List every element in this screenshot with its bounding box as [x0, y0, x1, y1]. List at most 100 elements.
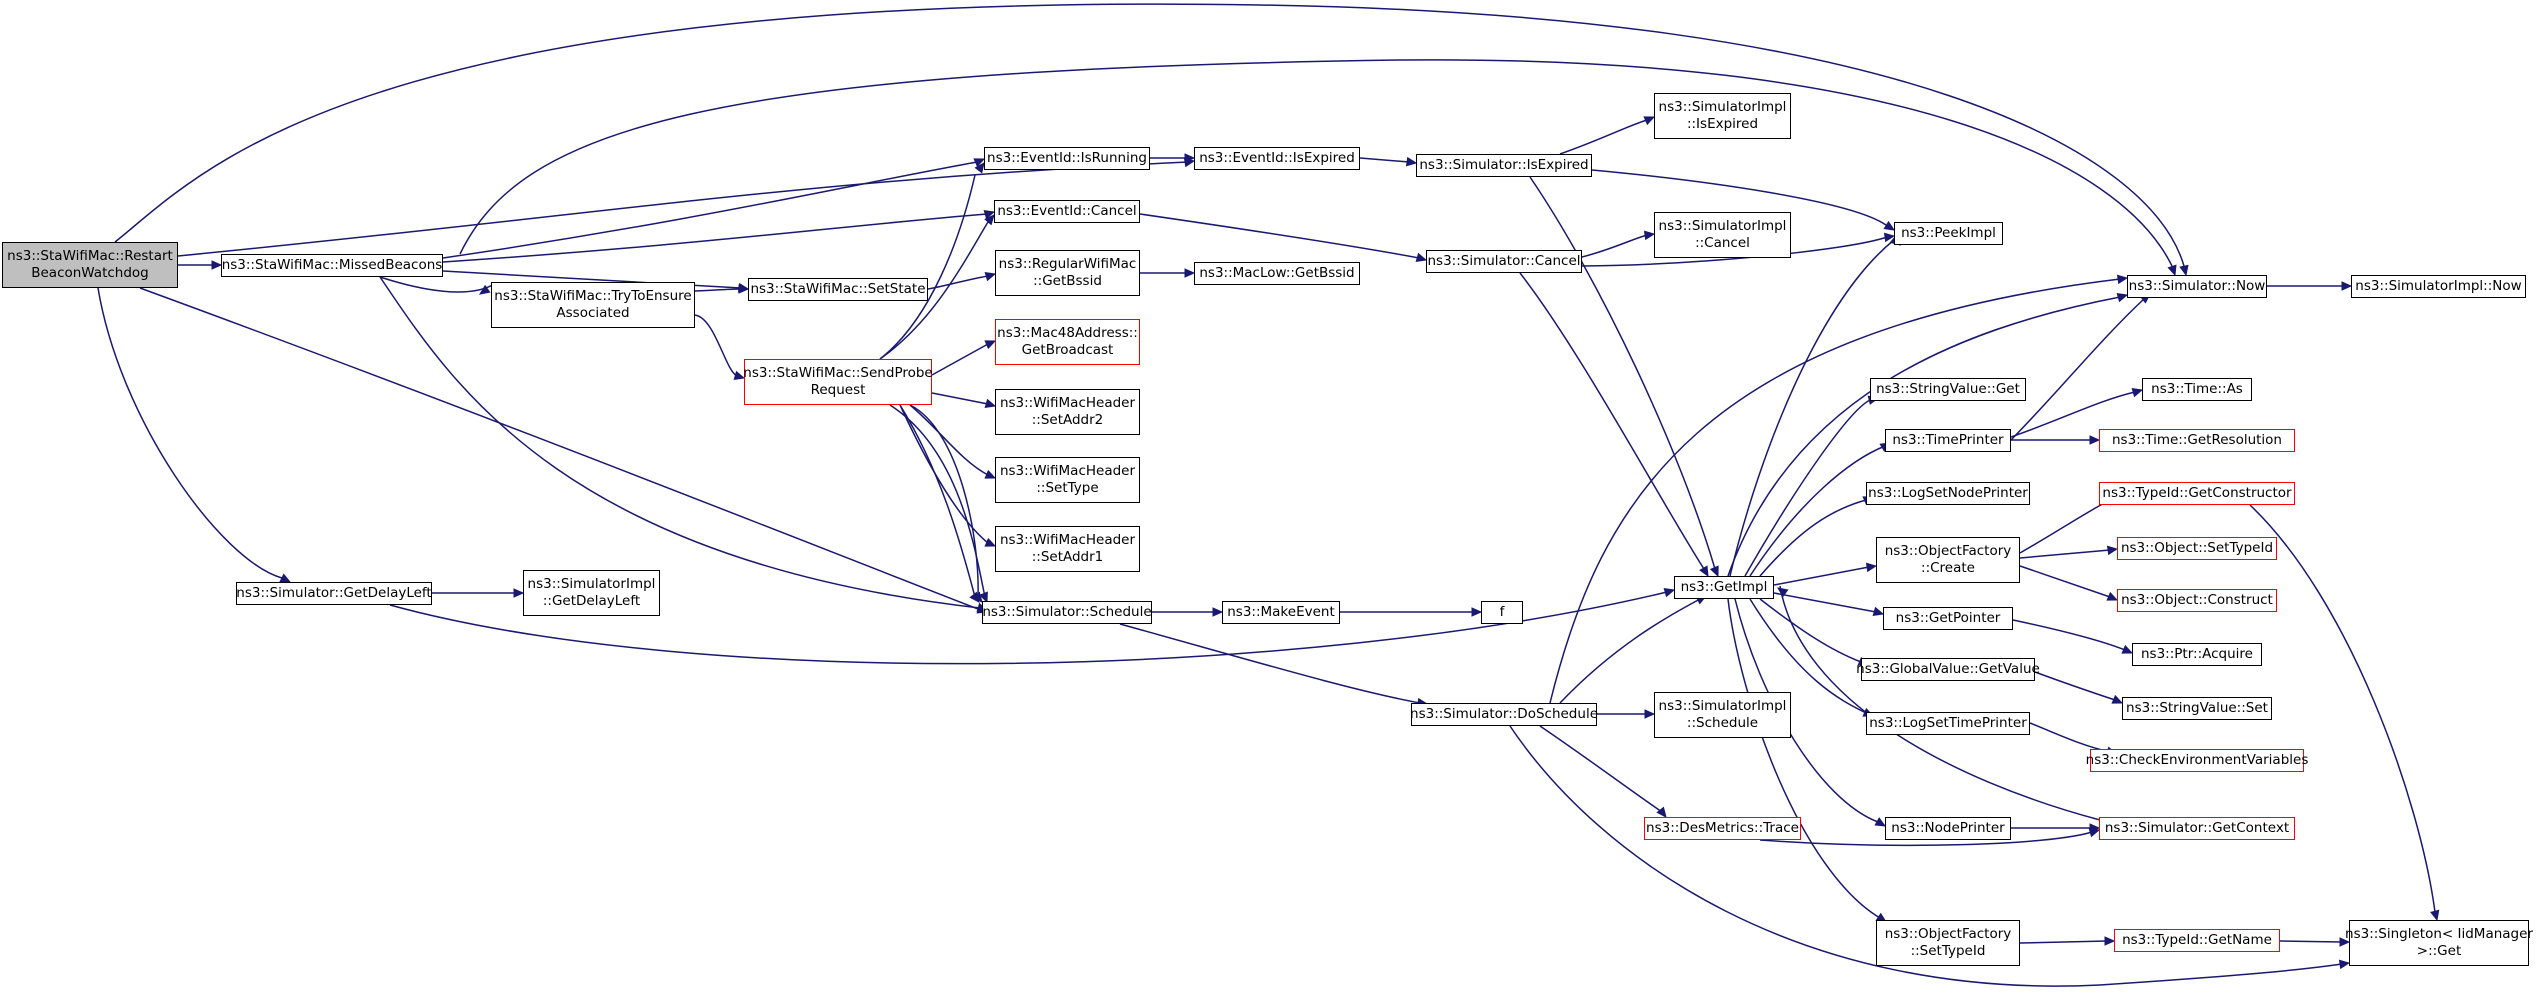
- node-object-construct[interactable]: ns3::Object::Construct: [2117, 589, 2277, 612]
- node-header-set-addr2[interactable]: ns3::WifiMacHeader::SetAddr2: [995, 389, 1140, 435]
- call-edge: [1539, 725, 1663, 813]
- node-simulator-now[interactable]: ns3::Simulator::Now: [2127, 275, 2267, 298]
- node-peek-impl[interactable]: ns3::PeekImpl: [1894, 222, 2003, 245]
- node-node-printer[interactable]: ns3::NodePrinter: [1885, 817, 2011, 840]
- node-get-impl[interactable]: ns3::GetImpl: [1674, 576, 1774, 599]
- edge-arrowhead: [2179, 264, 2189, 277]
- call-edge: [2012, 619, 2126, 651]
- call-edge: [1529, 176, 1716, 570]
- node-header-set-addr1[interactable]: ns3::WifiMacHeader::SetAddr1: [995, 526, 1140, 572]
- node-impl-schedule[interactable]: ns3::SimulatorImpl::Schedule: [1654, 692, 1791, 738]
- node-strget-label: ns3::StringValue::Get: [1876, 381, 2020, 397]
- node-global-value-get-value[interactable]: ns3::GlobalValue::GetValue: [1856, 658, 2040, 681]
- node-impl-is-expired[interactable]: ns3::SimulatorImpl::IsExpired: [1654, 93, 1791, 139]
- node-singleton-line-2: >::Get: [2416, 943, 2462, 959]
- edge-arrowhead: [1643, 116, 1656, 126]
- node-f[interactable]: f: [1481, 601, 1523, 624]
- node-typeid-get-constructor[interactable]: ns3::TypeId::GetConstructor: [2099, 482, 2295, 505]
- node-typeid-get-name[interactable]: ns3::TypeId::GetName: [2114, 929, 2280, 952]
- node-time-as[interactable]: ns3::Time::As: [2142, 378, 2252, 401]
- node-implexpired-line-2: ::IsExpired: [1686, 116, 1759, 132]
- node-getpointer-label: ns3::GetPointer: [1895, 610, 2001, 626]
- node-eventid-cancel[interactable]: ns3::EventId::Cancel: [994, 200, 1140, 223]
- call-edge: [1581, 234, 1648, 258]
- call-edge: [1773, 592, 1877, 613]
- node-get-pointer[interactable]: ns3::GetPointer: [1883, 607, 2013, 630]
- node-simexpired-label: ns3::Simulator::IsExpired: [1419, 157, 1589, 173]
- node-setaddr2-line-1: ns3::WifiMacHeader: [999, 395, 1136, 411]
- node-object-factory-create[interactable]: ns3::ObjectFactory::Create: [1876, 537, 2020, 583]
- node-log-set-node-printer[interactable]: ns3::LogSetNodePrinter: [1866, 482, 2030, 505]
- call-edge: [1734, 598, 1879, 823]
- call-edge: [1509, 725, 2343, 987]
- edge-arrowhead: [2089, 823, 2101, 833]
- node-impl-now[interactable]: ns3::SimulatorImpl::Now: [2351, 275, 2526, 298]
- node-simulator-cancel[interactable]: ns3::Simulator::Cancel: [1426, 250, 1582, 273]
- node-missed-beacons[interactable]: ns3::StaWifiMac::MissedBeacons: [221, 254, 443, 277]
- node-ptr-acquire[interactable]: ns3::Ptr::Acquire: [2132, 643, 2262, 666]
- node-peekimpl-label: ns3::PeekImpl: [1901, 225, 1996, 241]
- node-simulator-is-expired[interactable]: ns3::Simulator::IsExpired: [1416, 154, 1592, 177]
- node-get-delay-left[interactable]: ns3::Simulator::GetDelayLeft: [236, 582, 432, 605]
- node-set-state[interactable]: ns3::StaWifiMac::SetState: [748, 278, 928, 301]
- node-getcontext-label: ns3::Simulator::GetContext: [2104, 820, 2290, 836]
- edge-arrowhead: [1643, 230, 1656, 241]
- node-regular-wifi-mac-get-bssid[interactable]: ns3::RegularWifiMac::GetBssid: [995, 250, 1140, 296]
- node-strset-label: ns3::StringValue::Set: [2126, 700, 2268, 716]
- node-header-set-type[interactable]: ns3::WifiMacHeader::SetType: [995, 457, 1140, 503]
- node-eventid-is-expired[interactable]: ns3::EventId::IsExpired: [1194, 147, 1360, 170]
- node-object-factory-set-type-id[interactable]: ns3::ObjectFactory::SetTypeId: [1876, 920, 2020, 966]
- edge-arrowhead: [279, 573, 292, 583]
- node-make-event[interactable]: ns3::MakeEvent: [1222, 601, 1340, 624]
- node-makeevent-label: ns3::MakeEvent: [1227, 604, 1335, 620]
- node-object-set-type-id[interactable]: ns3::Object::SetTypeId: [2117, 537, 2277, 560]
- node-getname-label: ns3::TypeId::GetName: [2122, 932, 2272, 948]
- edge-arrowhead: [2430, 909, 2440, 922]
- node-evcancel-label: ns3::EventId::Cancel: [997, 203, 1137, 219]
- edge-arrowhead: [1865, 562, 1878, 573]
- node-impl-cancel[interactable]: ns3::SimulatorImpl::Cancel: [1654, 212, 1791, 258]
- edge-arrowhead: [1212, 607, 1224, 617]
- call-edge: [879, 221, 989, 360]
- node-desmetrics-trace[interactable]: ns3::DesMetrics::Trace: [1644, 817, 1801, 840]
- node-ofsettypeid-line-2: ::SetTypeId: [1910, 943, 1986, 959]
- call-edge: [1119, 623, 1421, 704]
- call-edge: [2019, 499, 2111, 554]
- node-desmetrics-label: ns3::DesMetrics::Trace: [1646, 820, 1799, 836]
- edge-arrowhead: [1471, 607, 1483, 617]
- call-edge: [442, 161, 978, 259]
- call-edge: [2019, 565, 2111, 598]
- call-edge: [899, 404, 976, 598]
- call-edge: [2249, 504, 2436, 913]
- node-string-value-set[interactable]: ns3::StringValue::Set: [2122, 697, 2272, 720]
- node-mac48-get-broadcast[interactable]: ns3::Mac48Address::GetBroadcast: [995, 319, 1140, 365]
- node-logtimeprinter-label: ns3::LogSetTimePrinter: [1869, 715, 2027, 731]
- node-time-get-resolution[interactable]: ns3::Time::GetResolution: [2099, 429, 2295, 452]
- node-time-printer[interactable]: ns3::TimePrinter: [1885, 429, 2011, 452]
- node-string-value-get[interactable]: ns3::StringValue::Get: [1870, 378, 2026, 401]
- node-singleton-iidmanager-get[interactable]: ns3::Singleton< IidManager>::Get: [2345, 920, 2533, 966]
- call-edge: [97, 287, 283, 579]
- node-singleton-line-1: ns3::Singleton< IidManager: [2345, 926, 2533, 942]
- node-log-set-time-printer[interactable]: ns3::LogSetTimePrinter: [1866, 712, 2030, 735]
- node-implschedule-line-2: ::Schedule: [1686, 715, 1759, 731]
- node-maclow-get-bssid[interactable]: ns3::MacLow::GetBssid: [1194, 262, 1360, 285]
- node-eventid-is-running[interactable]: ns3::EventId::IsRunning: [984, 147, 1150, 170]
- edge-arrowhead: [2116, 274, 2129, 285]
- node-nodeprinter-label: ns3::NodePrinter: [1891, 820, 2005, 836]
- node-settype-line-1: ns3::WifiMacHeader: [999, 463, 1136, 479]
- call-edge: [442, 270, 742, 289]
- node-schedule-label: ns3::Simulator::Schedule: [982, 604, 1152, 620]
- node-simulator-get-context[interactable]: ns3::Simulator::GetContext: [2099, 817, 2295, 840]
- node-simulator-do-schedule[interactable]: ns3::Simulator::DoSchedule: [1410, 703, 1598, 726]
- node-impl-get-delay-left[interactable]: ns3::SimulatorImpl::GetDelayLeft: [523, 570, 660, 616]
- call-edge: [1759, 499, 1867, 577]
- edge-arrowhead: [984, 340, 997, 350]
- node-check-environment-variables[interactable]: ns3::CheckEnvironmentVariables: [2086, 749, 2308, 772]
- edge-arrowhead: [733, 370, 746, 380]
- call-edge: [1591, 169, 1887, 226]
- node-simulator-schedule[interactable]: ns3::Simulator::Schedule: [982, 601, 1152, 624]
